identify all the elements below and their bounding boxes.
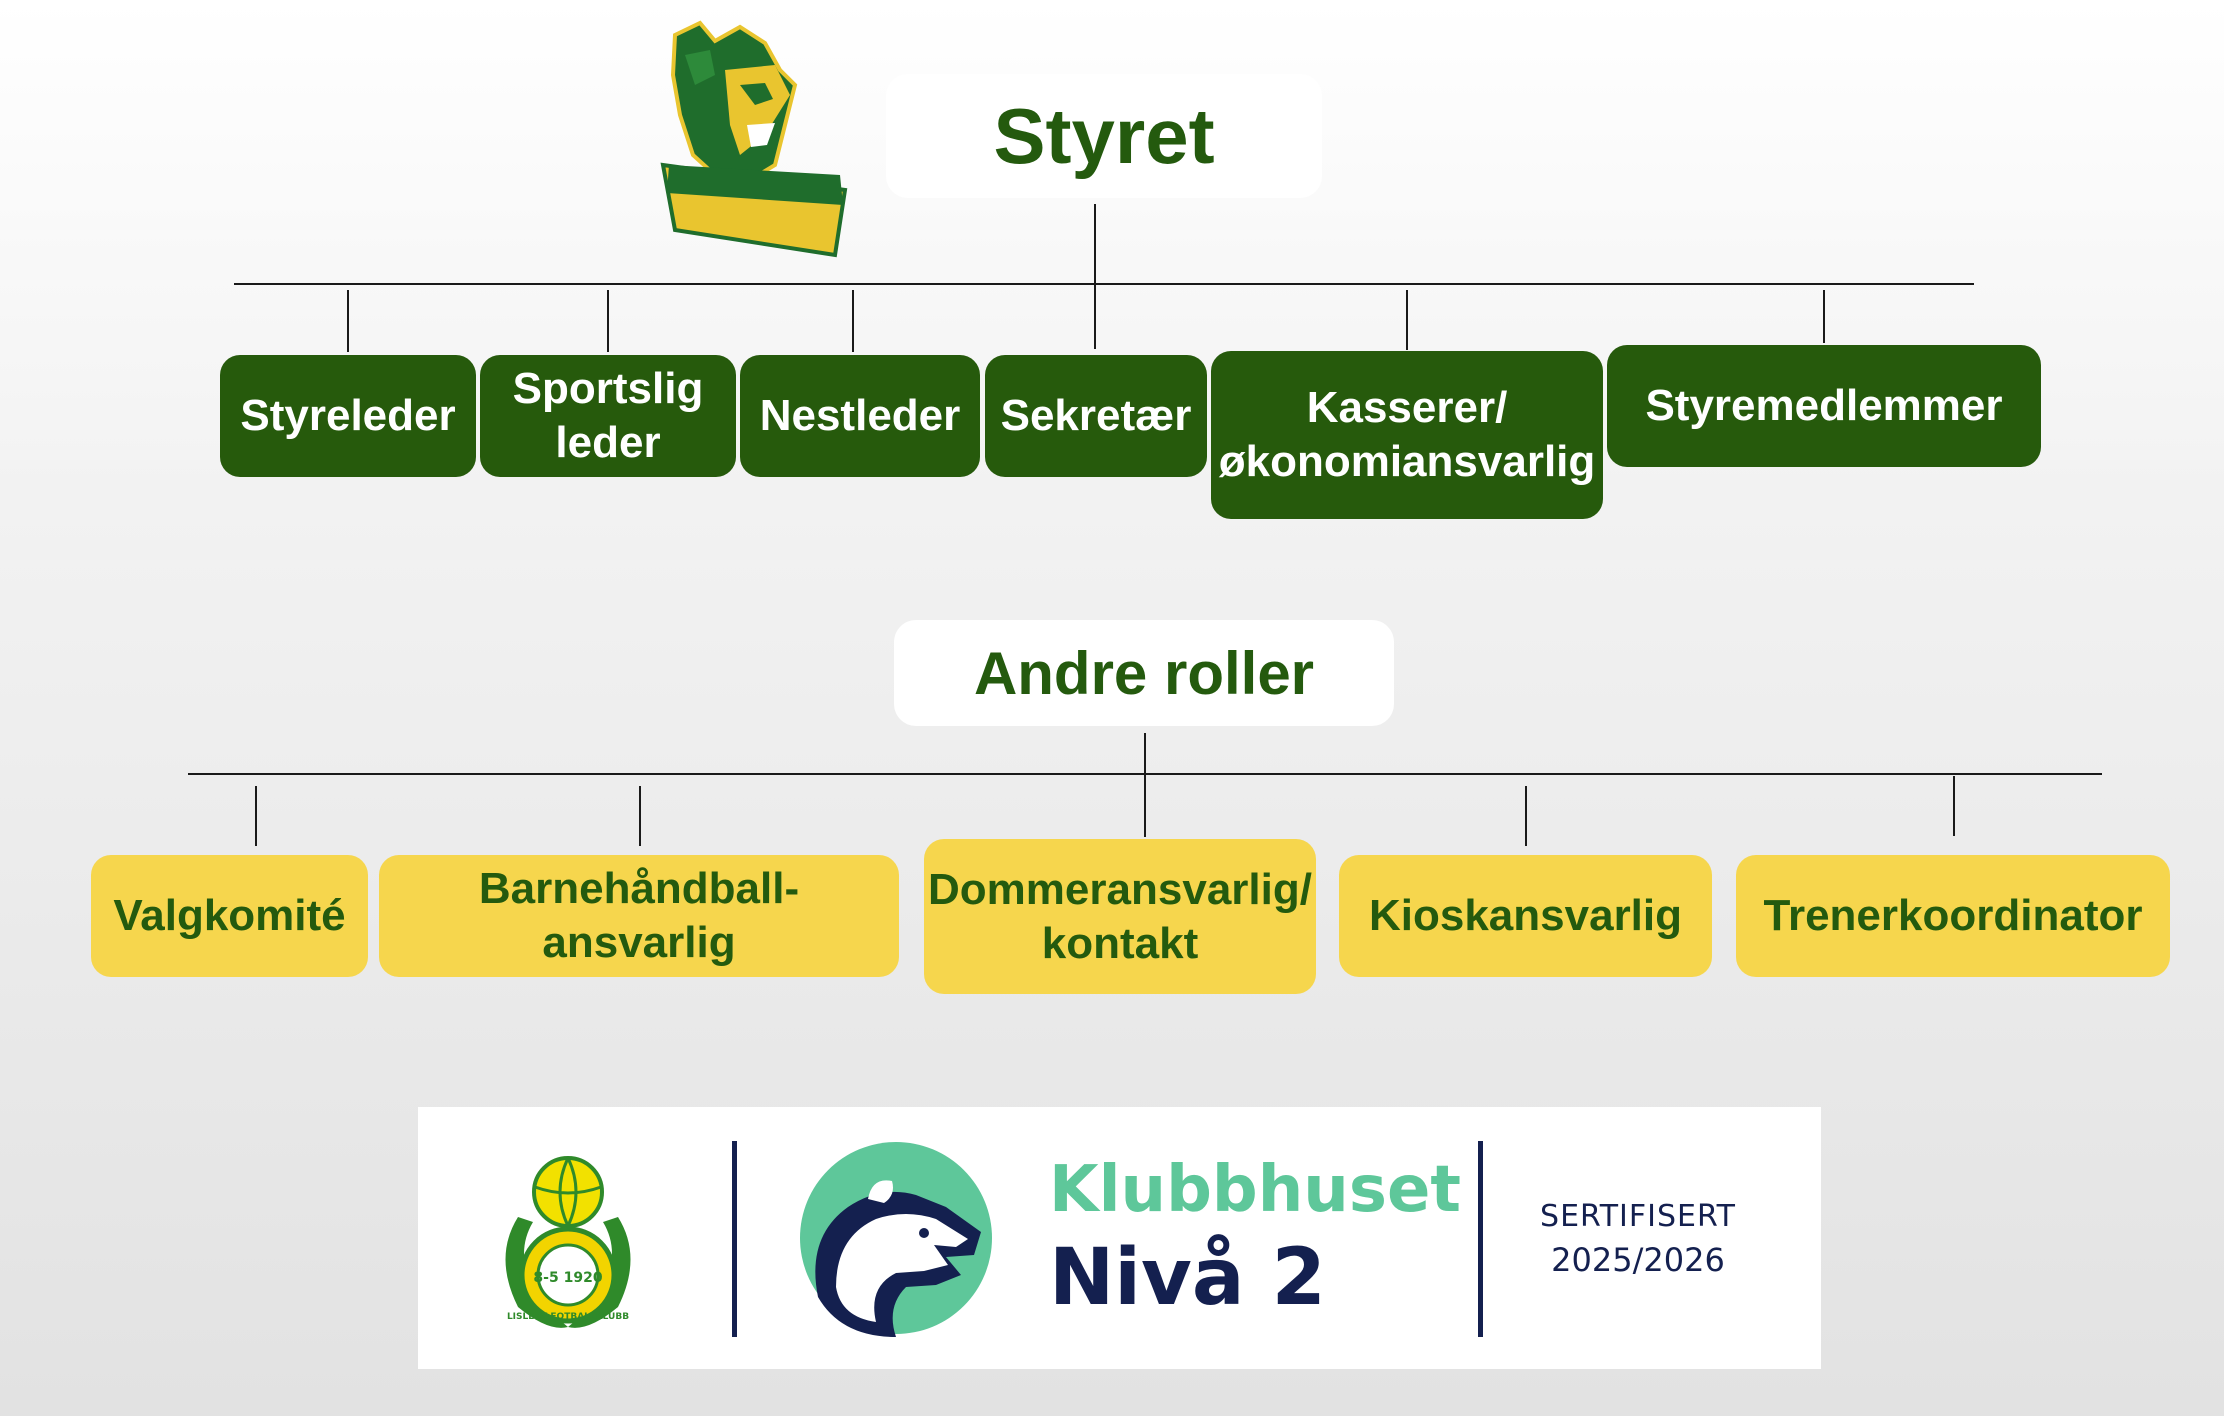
board-node-sekretaer: Sekretær [985,355,1207,477]
certification-panel: 8-5 1920 LISLEBY FOTBALLKLUBB Klubbhuset… [418,1107,1821,1369]
role-node-label: Barnehåndball- ansvarlig [478,864,800,967]
board-node-styremedlemmer: Styremedlemmer [1607,345,2041,467]
lioness-logo [655,15,855,260]
board-node-label: Nestleder [759,391,961,441]
role-node-valgkomite: Valgkomité [91,855,368,977]
role-node-label: Dommeransvarlig/ kontakt [928,864,1312,968]
board-node-label: Kasserer/ økonomiansvarlig [1218,383,1596,486]
board-node-label: Sekretær [1000,391,1192,441]
board-connector-main [1094,204,1096,349]
board-title: Styret [886,74,1322,198]
lisleby-fotballklubb-crest: 8-5 1920 LISLEBY FOTBALLKLUBB [488,1147,648,1337]
svg-text:LISLEBY FOTBALLKLUBB: LISLEBY FOTBALLKLUBB [507,1312,629,1322]
board-connector-1 [347,290,349,352]
role-node-barnehandball: Barnehåndball- ansvarlig [379,855,899,977]
board-node-label: Sportslig leder [512,364,704,467]
board-title-text: Styret [993,91,1215,180]
role-node-dommeransvarlig: Dommeransvarlig/ kontakt [924,839,1316,994]
cert-status: SERTIFISERT [1540,1199,1736,1234]
board-node-label: Styremedlemmer [1645,381,2003,431]
board-node-kasserer: Kasserer/ økonomiansvarlig [1211,351,1603,519]
board-node-sportslig-leder: Sportslig leder [480,355,736,477]
roles-connector-4 [1525,786,1527,846]
cert-divider-2 [1478,1141,1483,1337]
roles-connector-1 [255,786,257,846]
board-connector-3 [852,290,854,352]
board-bus-line [234,283,1974,285]
board-node-label: Styreleder [240,391,456,441]
other-roles-title: Andre roller [894,620,1394,726]
role-node-label: Kioskansvarlig [1368,891,1683,941]
other-roles-title-text: Andre roller [973,639,1315,707]
board-connector-5 [1406,290,1408,350]
klubbhuset-level: Nivå 2 [1049,1233,1326,1323]
role-node-label: Trenerkoordinator [1763,891,2143,941]
board-connector-6 [1823,290,1825,343]
board-node-styreleder: Styreleder [220,355,476,477]
roles-connector-main [1144,733,1146,837]
cert-season: 2025/2026 [1551,1241,1725,1279]
role-node-trenerkoordinator: Trenerkoordinator [1736,855,2170,977]
board-node-nestleder: Nestleder [740,355,980,477]
cert-divider-1 [732,1141,737,1337]
roles-connector-2 [639,786,641,846]
board-connector-2 [607,290,609,352]
roles-connector-5 [1953,776,1955,836]
role-node-label: Valgkomité [113,891,346,941]
roles-bus-line [188,773,2102,775]
polar-bear-icon [796,1137,996,1339]
svg-text:8-5 1920: 8-5 1920 [533,1270,602,1286]
role-node-kioskansvarlig: Kioskansvarlig [1339,855,1712,977]
klubbhuset-brand: Klubbhuset [1049,1153,1461,1227]
